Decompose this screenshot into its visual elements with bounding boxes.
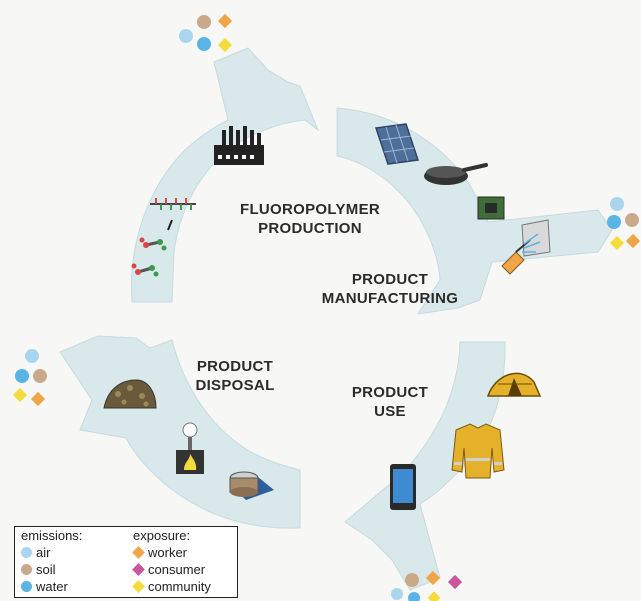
water-marker-icon	[21, 581, 32, 592]
legend-item-water: water	[21, 578, 82, 595]
emission-markers-use	[391, 570, 463, 601]
stage-label-disposal: PRODUCT DISPOSAL	[195, 358, 275, 394]
legend-label-soil: soil	[36, 562, 56, 577]
legend: emissions: air soil water exposure: work…	[14, 526, 238, 598]
monomer-molecule-icon	[131, 237, 167, 277]
legend-item-soil: soil	[21, 561, 82, 578]
legend-item-community: community	[132, 578, 211, 595]
legend-label-air: air	[36, 545, 51, 560]
community-marker-icon	[132, 580, 145, 593]
soil-marker-icon	[21, 564, 32, 575]
waste-container-icon	[229, 471, 274, 500]
spray-coating-icon	[501, 219, 551, 275]
legend-exposure: exposure: worker consumer community	[132, 528, 211, 595]
worker-marker-icon	[132, 546, 145, 559]
emission-markers-disposal	[12, 349, 47, 407]
stage-label-production: FLUOROPOLYMER PRODUCTION	[239, 201, 381, 237]
legend-item-worker: worker	[132, 544, 211, 561]
firefighter-jacket-icon	[451, 423, 505, 479]
legend-label-water: water	[36, 579, 68, 594]
tent-icon	[486, 372, 542, 397]
legend-item-air: air	[21, 544, 82, 561]
arrow-production	[130, 47, 320, 303]
frying-pan-icon	[424, 163, 488, 185]
polymer-chain-icon	[150, 198, 196, 231]
stage-label-use: PRODUCT USE	[351, 384, 429, 420]
solar-panel-icon	[375, 123, 419, 165]
stage-label-manufacturing: PRODUCT MANUFACTURING	[321, 271, 459, 307]
consumer-marker-icon	[132, 563, 145, 576]
air-marker-icon	[21, 547, 32, 558]
legend-label-consumer: consumer	[148, 562, 206, 577]
incinerator-icon	[176, 422, 204, 474]
legend-emissions-title: emissions:	[21, 528, 83, 543]
emission-markers-manufacturing	[607, 197, 641, 251]
microchip-icon	[477, 196, 505, 220]
landfill-icon	[103, 379, 157, 409]
smartphone-icon	[390, 464, 416, 510]
legend-label-worker: worker	[148, 545, 188, 560]
legend-exposure-title: exposure:	[133, 528, 191, 543]
emission-markers-production	[179, 13, 233, 53]
legend-item-consumer: consumer	[132, 561, 211, 578]
legend-emissions: emissions: air soil water	[21, 528, 82, 595]
factory-icon	[214, 126, 264, 165]
legend-label-community: community	[148, 579, 211, 594]
